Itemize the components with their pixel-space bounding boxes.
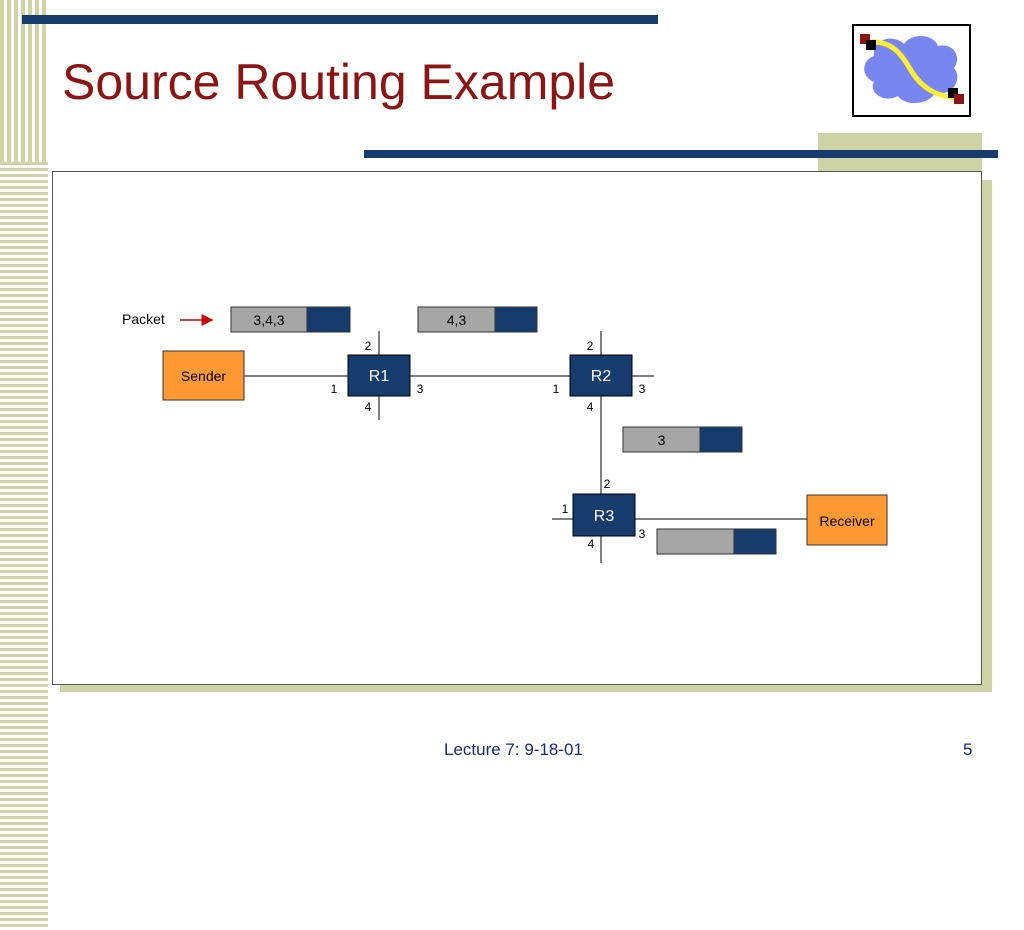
r2-port-4: 4	[587, 400, 594, 414]
endpoint-icon-b	[948, 88, 958, 98]
packet-4-header	[656, 528, 735, 555]
r2-port-2: 2	[587, 339, 594, 353]
router-r2	[569, 354, 633, 397]
cloud-icon	[860, 34, 964, 104]
packet-3-route: 3	[658, 432, 666, 448]
packet-4-payload	[733, 528, 777, 555]
packet-3-payload	[699, 426, 743, 453]
endpoint-icon-a	[860, 34, 870, 44]
packet-label: Packet	[122, 311, 165, 327]
r1-port-1: 1	[331, 382, 338, 396]
slide-title: Source Routing Example	[62, 54, 616, 110]
router-r1	[347, 354, 411, 397]
r1-port-3: 3	[417, 382, 424, 396]
receiver-label: Receiver	[819, 513, 875, 529]
packet-3-header	[622, 426, 701, 453]
r3-port-2: 2	[604, 477, 611, 491]
sender-node	[162, 350, 245, 401]
packet-1-route: 3,4,3	[253, 312, 284, 328]
packet-1-payload	[306, 306, 351, 333]
r3-port-1: 1	[562, 502, 569, 516]
footer-lecture: Lecture 7: 9-18-01	[444, 740, 583, 759]
packet-1-header	[230, 306, 308, 333]
r1-port-4: 4	[365, 400, 372, 414]
content-frame	[52, 171, 982, 685]
r3-port-3: 3	[639, 527, 646, 541]
router-r2-label: R2	[591, 368, 612, 385]
router-r3-label: R3	[594, 508, 615, 525]
receiver-node	[806, 494, 888, 546]
router-r1-label: R1	[369, 368, 390, 385]
header-rule	[364, 150, 998, 158]
network-logo	[852, 24, 971, 117]
r1-port-2: 2	[365, 339, 372, 353]
r2-port-1: 1	[553, 382, 560, 396]
source-routing-diagram: Packet Sender Receiver R1 2 1 3 4 R2 2 1…	[122, 306, 888, 563]
r2-port-3: 3	[639, 382, 646, 396]
top-rule	[22, 15, 658, 24]
sender-label: Sender	[181, 368, 226, 384]
packet-2-route: 4,3	[447, 312, 467, 328]
r3-port-4: 4	[588, 537, 595, 551]
packet-2-payload	[494, 306, 538, 333]
router-r3	[572, 493, 636, 537]
page-number: 5	[963, 740, 973, 759]
decorative-stripes-top	[0, 0, 48, 162]
